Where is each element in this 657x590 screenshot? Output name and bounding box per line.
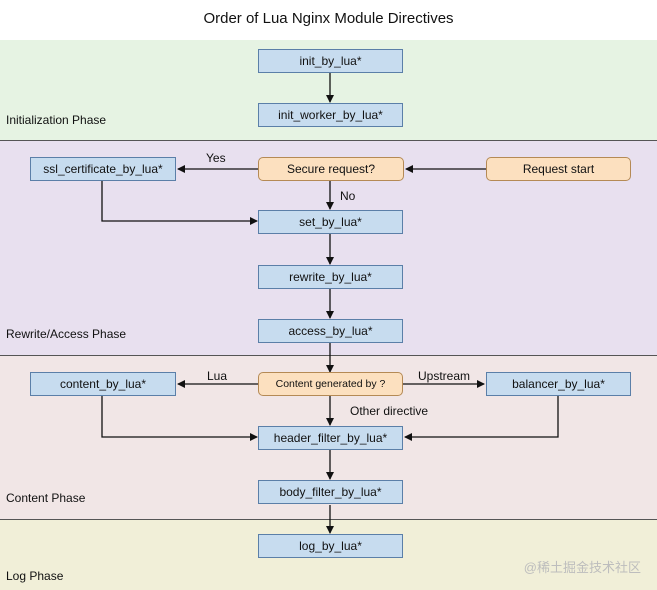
node-set-by-lua: set_by_lua*	[258, 210, 403, 234]
edge-label-other-directive: Other directive	[350, 404, 429, 418]
node-header-filter-by-lua: header_filter_by_lua*	[258, 426, 403, 450]
node-init-by-lua: init_by_lua*	[258, 49, 403, 73]
edge-ssl-to-set	[101, 181, 258, 225]
node-log-by-lua: log_by_lua*	[258, 534, 403, 558]
node-balancer-by-lua: balancer_by_lua*	[486, 372, 631, 396]
edge-balancer-to-header-filter	[404, 396, 559, 441]
edge-content-to-header-filter	[101, 396, 258, 441]
header-area	[0, 0, 657, 40]
node-request-start: Request start	[486, 157, 631, 181]
node-content-by-lua: content_by_lua*	[30, 372, 176, 396]
edge-label-lua: Lua	[207, 369, 228, 383]
node-access-by-lua: access_by_lua*	[258, 319, 403, 343]
initialization-phase-label: Initialization Phase	[6, 113, 107, 127]
edge-label-yes: Yes	[206, 151, 226, 165]
content-phase-label: Content Phase	[6, 491, 86, 505]
node-body-filter-by-lua: body_filter_by_lua*	[258, 480, 403, 504]
node-init-worker-by-lua: init_worker_by_lua*	[258, 103, 403, 127]
watermark: @稀土掘金技术社区	[523, 560, 641, 575]
node-content-generated-by: Content generated by ?	[258, 372, 403, 396]
edge-label-no: No	[340, 189, 356, 203]
node-secure-request: Secure request?	[258, 157, 404, 181]
rewrite-access-phase-label: Rewrite/Access Phase	[6, 327, 127, 341]
log-phase-label: Log Phase	[6, 569, 64, 583]
diagram-title: Order of Lua Nginx Module Directives	[203, 10, 454, 27]
node-rewrite-by-lua: rewrite_by_lua*	[258, 265, 403, 289]
node-ssl-certificate-by-lua: ssl_certificate_by_lua*	[30, 157, 176, 181]
edge-label-upstream: Upstream	[418, 369, 471, 383]
